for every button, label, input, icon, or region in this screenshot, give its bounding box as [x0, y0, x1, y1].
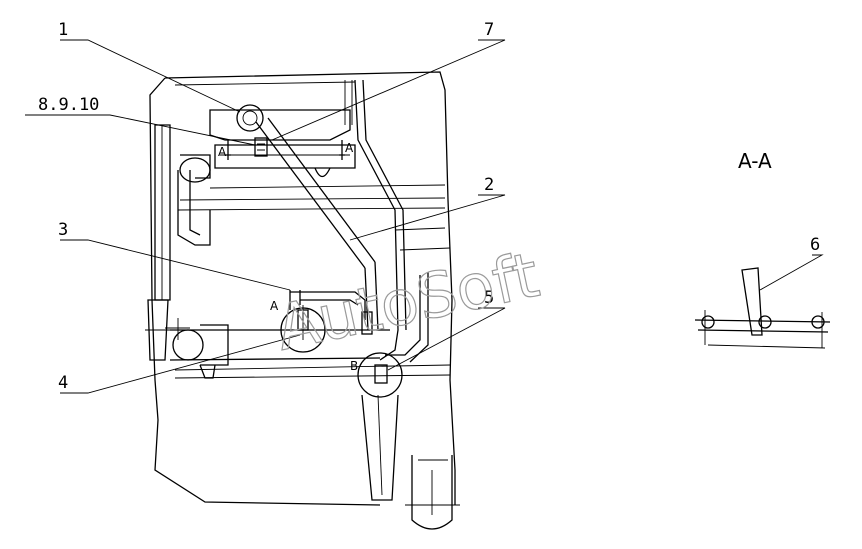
callout-8-9-10: 8.9.10: [38, 95, 99, 115]
section-mark-a-left: A: [218, 145, 227, 159]
left-bracket: [147, 124, 171, 361]
callout-5: 5: [484, 288, 494, 308]
section-cut-marks: [225, 140, 345, 160]
section-mark-a-detail: A: [270, 299, 279, 313]
callout-7: 7: [484, 20, 494, 40]
section-view-title: A-A: [738, 149, 772, 173]
right-curved-pipe: [354, 79, 451, 361]
top-tank: [177, 109, 446, 211]
callout-6: 6: [810, 235, 820, 255]
lower-horizontal-pipe: [145, 318, 451, 379]
detail-circle-a: [280, 305, 326, 353]
section-mark-a-right: A: [345, 141, 354, 155]
bolt-group-8-9-10: [254, 137, 268, 157]
section-view-a-a: [694, 267, 831, 349]
callout-4: 4: [58, 373, 68, 393]
leader-lines: [25, 39, 506, 394]
callout-3: 3: [58, 220, 68, 240]
vertical-drain-pipe: [361, 394, 460, 530]
detail-circle-b: [357, 311, 403, 398]
watermark: AutoSoft: [269, 238, 545, 365]
leader-6: [759, 254, 824, 291]
middle-loop-hose: [289, 272, 429, 363]
callout-2: 2: [484, 175, 494, 195]
housing-outline: [149, 71, 456, 506]
component-1-cap: [236, 104, 264, 132]
left-elbow-pipe: [177, 154, 211, 246]
callout-1: 1: [58, 20, 68, 40]
section-mark-b-detail: B: [350, 359, 358, 373]
